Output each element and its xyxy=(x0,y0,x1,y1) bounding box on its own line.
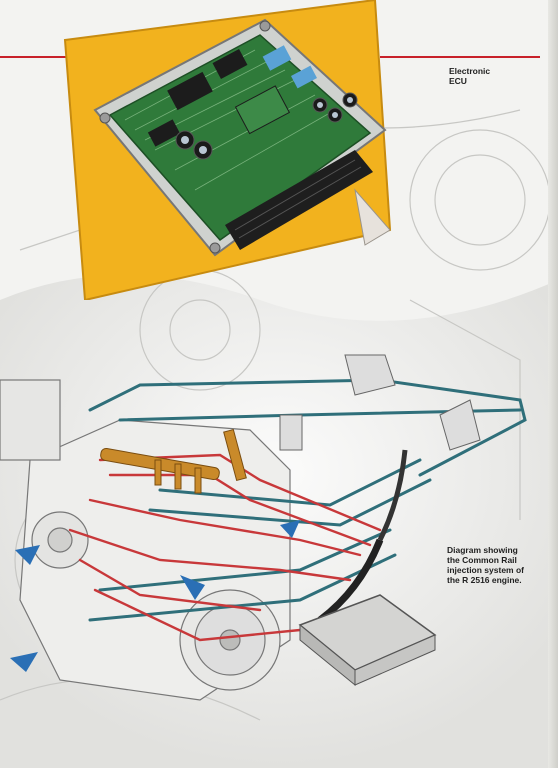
header-rule-right xyxy=(380,56,540,58)
diagram-caption: Diagram showing the Common Rail injectio… xyxy=(447,545,524,585)
ecu-caption: Electronic ECU xyxy=(449,66,491,86)
ecu-photo xyxy=(63,0,392,300)
common-rail-diagram xyxy=(0,354,527,701)
page-edge-strip xyxy=(548,0,558,768)
header-rule-left xyxy=(0,56,74,58)
